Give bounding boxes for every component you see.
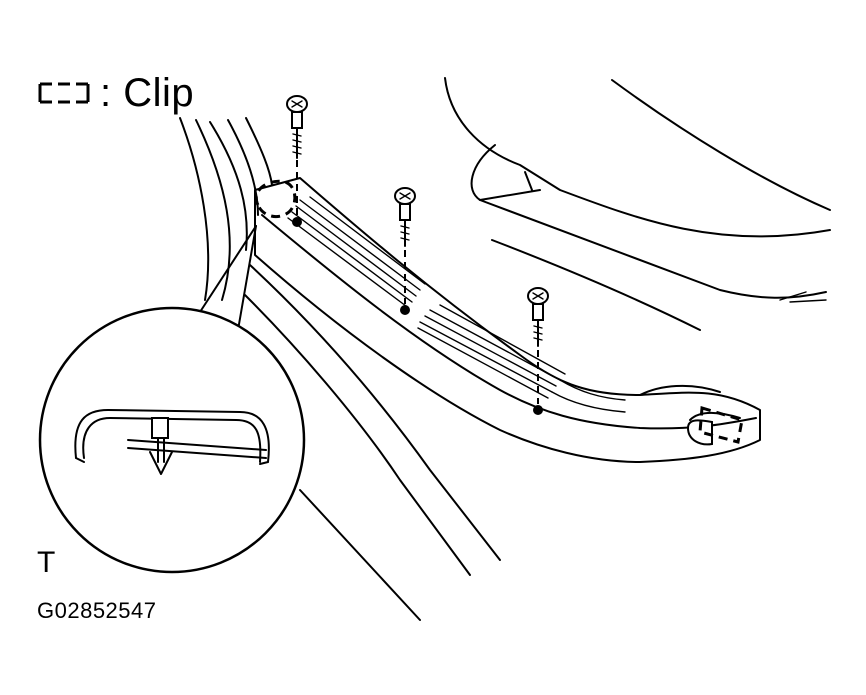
screw-hole — [400, 305, 410, 315]
clip-location-front — [254, 179, 297, 219]
door-pillar-lines — [179, 117, 273, 301]
clip-icon — [149, 417, 173, 475]
scuff-plate — [254, 177, 761, 463]
corner-mark: T — [37, 546, 56, 579]
interior-outline — [444, 77, 831, 331]
body-lower-lines — [244, 264, 501, 621]
screw-1 — [286, 95, 308, 218]
callout-pointer — [199, 225, 257, 331]
plate-ribs — [287, 196, 626, 413]
dashed-clip-outline-icon — [38, 82, 90, 104]
legend-label: : Clip — [100, 71, 195, 115]
screw-3 — [527, 287, 549, 404]
screw-hole — [533, 405, 543, 415]
screw-2 — [394, 187, 416, 304]
screw-hole — [292, 217, 302, 227]
figure-code: G02852547 — [37, 598, 157, 623]
clip-detail-magnifier — [38, 306, 306, 574]
clip-location-rear — [698, 406, 744, 444]
legend: : Clip — [38, 68, 194, 118]
